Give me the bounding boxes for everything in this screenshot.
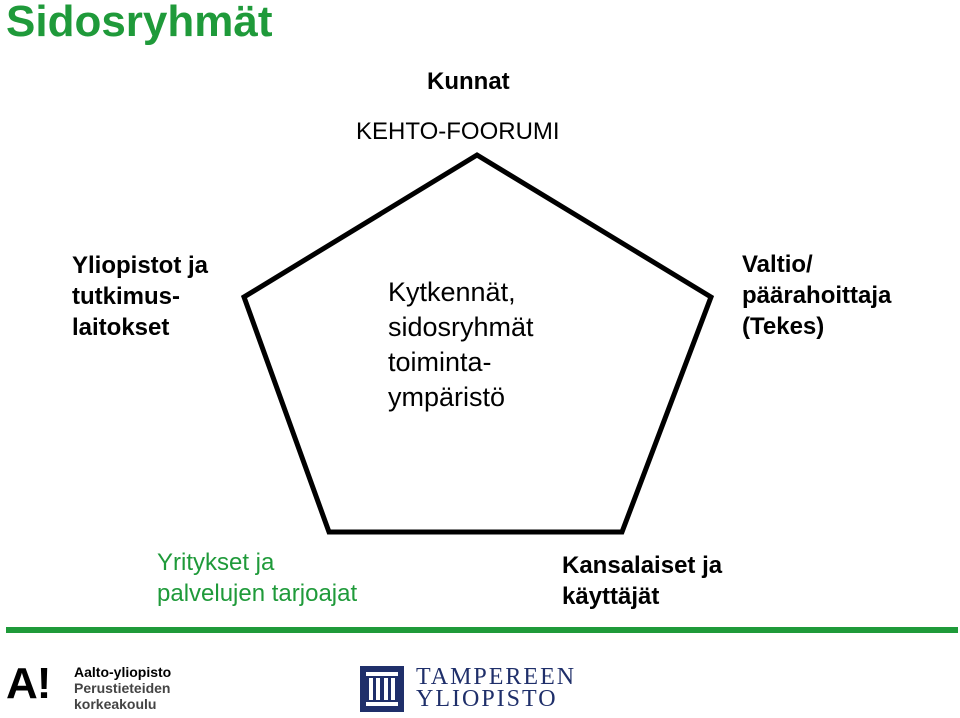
node-valtio-line: Valtio/: [742, 251, 813, 278]
tampere-logo-line: YLIOPISTO: [416, 686, 558, 712]
aalto-logo-icon: A!: [6, 659, 51, 708]
node-yliopistot-line: laitokset: [72, 314, 170, 341]
tampere-logo: TAMPEREEN YLIOPISTO: [360, 664, 600, 714]
node-kansalaiset-line: käyttäjät: [562, 583, 660, 610]
tampere-logo-text: TAMPEREEN YLIOPISTO: [416, 664, 577, 712]
node-yliopistot: Yliopistot ja tutkimus- laitokset: [72, 250, 208, 343]
node-yritykset: Yritykset ja palvelujen tarjoajat: [157, 547, 357, 609]
center-line: sidosryhmät: [388, 312, 534, 342]
node-kansalaiset-line: Kansalaiset ja: [562, 552, 723, 579]
node-kunnat: Kunnat: [427, 66, 510, 97]
node-valtio: Valtio/ päärahoittaja (Tekes): [742, 249, 891, 342]
node-kunnat-label: Kunnat: [427, 68, 510, 95]
center-line: toiminta-: [388, 347, 492, 377]
node-kehto-foorumi-label: KEHTO-FOORUMI: [356, 118, 560, 145]
node-valtio-line: päärahoittaja: [742, 282, 892, 309]
tampere-logo-line: TAMPEREEN: [416, 664, 577, 690]
center-line: ympäristö: [388, 382, 506, 412]
aalto-logo-text: Aalto-yliopisto Perustieteiden korkeakou…: [74, 664, 214, 712]
aalto-logo-line: korkeakoulu: [74, 696, 157, 712]
pentagon-shape: [240, 152, 715, 535]
aalto-logo-line: Aalto-yliopisto: [74, 664, 172, 680]
footer-divider: [6, 627, 958, 633]
node-kansalaiset: Kansalaiset ja käyttäjät: [562, 550, 722, 612]
node-yliopistot-line: tutkimus-: [72, 283, 180, 310]
node-yritykset-line: Yritykset ja: [157, 549, 275, 576]
node-valtio-line: (Tekes): [742, 313, 825, 340]
node-yritykset-line: palvelujen tarjoajat: [157, 580, 358, 607]
node-yliopistot-line: Yliopistot ja: [72, 252, 209, 279]
node-kehto-foorumi: KEHTO-FOORUMI: [356, 116, 560, 147]
tampere-logo-icon: [360, 666, 404, 712]
center-label: Kytkennät, sidosryhmät toiminta- ympäris…: [388, 275, 534, 415]
page-title: Sidosryhmät: [6, 0, 273, 46]
aalto-logo-line: Perustieteiden: [74, 680, 171, 696]
center-line: Kytkennät,: [388, 277, 516, 307]
